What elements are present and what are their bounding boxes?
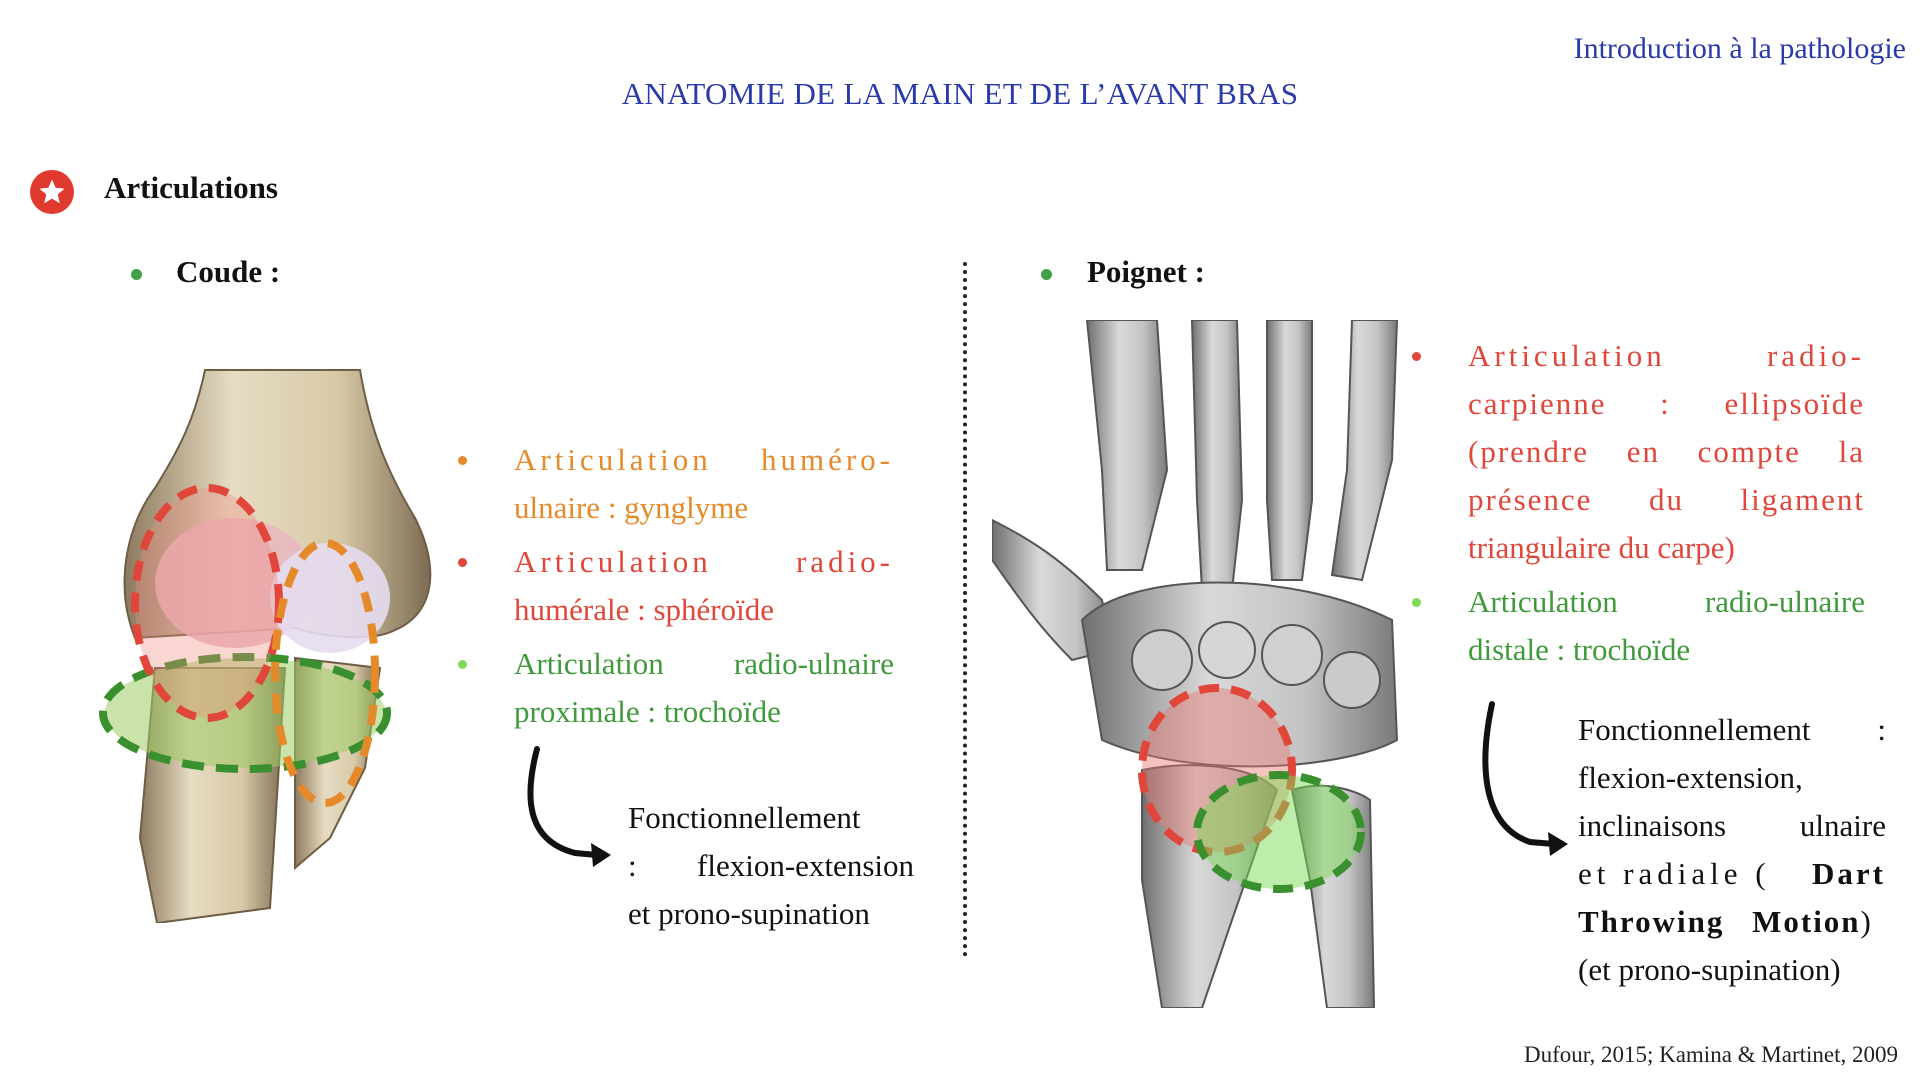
list-item-line: proximale : trochoïde bbox=[514, 694, 781, 729]
curved-arrow-icon bbox=[527, 746, 611, 867]
bullet-dot bbox=[458, 660, 467, 669]
list-item-line: distale : trochoïde bbox=[1468, 632, 1691, 667]
list-item-line: (prendre en compte la bbox=[1468, 434, 1865, 469]
elbow-illustration bbox=[99, 369, 432, 923]
function-line: et prono-supination bbox=[628, 896, 870, 931]
list-item-line: présence du ligament bbox=[1468, 482, 1865, 517]
bullet-dot bbox=[458, 456, 467, 465]
list-item-line: Articulation radio- bbox=[514, 544, 894, 579]
bullet-dot bbox=[1041, 269, 1052, 280]
list-item-line: ulnaire : gynglyme bbox=[514, 490, 749, 525]
wrist-label: Poignet : bbox=[1087, 254, 1205, 289]
list-item: Articulation radio- humérale : sphéroïde bbox=[458, 538, 894, 634]
list-item-line: humérale : sphéroïde bbox=[514, 592, 774, 627]
list-item: Articulation huméro- ulnaire : gynglyme bbox=[458, 436, 894, 532]
vertical-divider bbox=[963, 262, 967, 957]
elbow-joint-list: Articulation huméro- ulnaire : gynglyme … bbox=[458, 436, 894, 736]
page-title: ANATOMIE DE LA MAIN ET DE L’AVANT BRAS bbox=[621, 76, 1299, 111]
star-icon bbox=[30, 170, 74, 214]
function-line: et radiale ( Dart bbox=[1578, 850, 1886, 898]
section-label: Introduction à la pathologie bbox=[1573, 32, 1906, 65]
function-line: inclinaisons ulnaire bbox=[1578, 808, 1886, 843]
list-item-line: Articulation huméro- bbox=[514, 442, 894, 477]
wrist-function-text: Fonctionnellement : flexion-extension, i… bbox=[1578, 706, 1886, 994]
curved-arrow-icon bbox=[1482, 701, 1568, 856]
function-bold-text: Throwing Motion bbox=[1578, 904, 1861, 939]
function-bold-text: Dart bbox=[1812, 856, 1886, 891]
list-item-line: triangulaire du carpe) bbox=[1468, 530, 1735, 565]
references: Dufour, 2015; Kamina & Martinet, 2009 bbox=[1523, 1042, 1898, 1067]
function-line: flexion-extension, bbox=[1578, 760, 1803, 795]
wrist-illustration bbox=[992, 320, 1399, 1008]
elbow-label: Coude : bbox=[176, 254, 281, 289]
bullet-dot bbox=[1412, 352, 1421, 361]
section-heading: Articulations bbox=[104, 170, 278, 205]
list-item-line: Articulation radio-ulnaire bbox=[514, 646, 894, 681]
wrist-joint-list: Articulation radio- carpienne : ellipsoï… bbox=[1412, 332, 1865, 674]
bullet-dot bbox=[458, 558, 467, 567]
function-line: Fonctionnellement : bbox=[1578, 712, 1886, 747]
list-item: Articulation radio-ulnaire distale : tro… bbox=[1412, 578, 1865, 674]
function-line: Fonctionnellement bbox=[628, 800, 861, 835]
function-line: Throwing Motion) bbox=[1578, 898, 1886, 946]
function-text: et radiale ( bbox=[1578, 856, 1771, 891]
list-item-line: Articulation radio- bbox=[1468, 338, 1865, 373]
elbow-function-text: Fonctionnellement : flexion-extension et… bbox=[628, 794, 914, 938]
list-item-line: carpienne : ellipsoïde bbox=[1468, 386, 1865, 421]
function-line: : flexion-extension bbox=[628, 848, 914, 883]
list-item: Articulation radio-ulnaire proximale : t… bbox=[458, 640, 894, 736]
list-item-line: Articulation radio-ulnaire bbox=[1468, 584, 1865, 619]
function-text: ) bbox=[1860, 904, 1871, 939]
bullet-dot bbox=[131, 269, 142, 280]
bullet-dot bbox=[1412, 598, 1421, 607]
function-line: (et prono-supination) bbox=[1578, 952, 1841, 987]
list-item: Articulation radio- carpienne : ellipsoï… bbox=[1412, 332, 1865, 572]
